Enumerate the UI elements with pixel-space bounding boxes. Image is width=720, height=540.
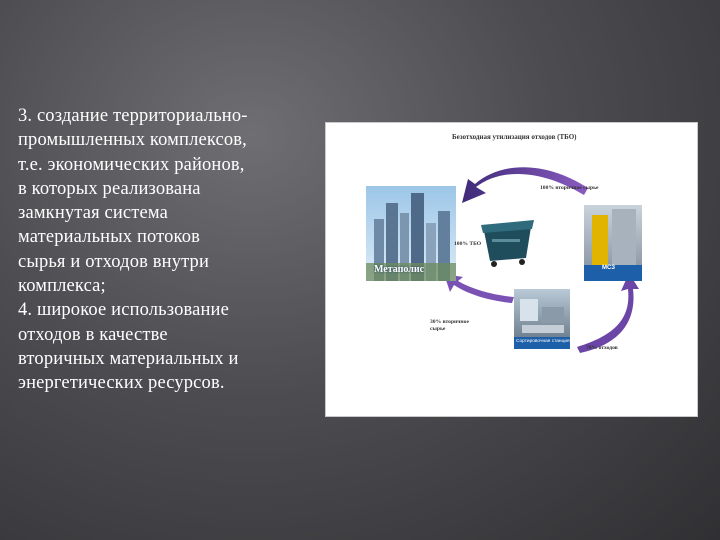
text-line: материальных потоков	[18, 227, 201, 248]
waste-bin-icon	[481, 220, 534, 267]
text-line: отходов в качестве	[18, 324, 168, 345]
text-line: т.е. экономических районов,	[18, 154, 245, 175]
waste-cycle-diagram: Безотходная утилизация отходов (ТБО) 100…	[326, 123, 697, 416]
plant-photo	[584, 205, 642, 281]
left-flow-label: 30% вторичное сырье	[430, 319, 469, 333]
diagram-canvas	[366, 167, 642, 353]
bin-label: 100% ТБО	[454, 241, 482, 247]
text-line: сырья и отходов внутри	[18, 251, 210, 272]
bottom-flow-label: 70% отходов	[586, 345, 618, 351]
top-flow-arrow	[462, 167, 588, 203]
top-flow-label: 100% вторичное сырье	[540, 185, 599, 191]
text-line: комплекса;	[18, 276, 106, 297]
text-line: энергетических ресурсов.	[18, 373, 225, 394]
sorting-station-photo	[514, 289, 570, 349]
text-line: в которых реализована	[18, 178, 201, 199]
right-flow-arrow	[577, 273, 639, 353]
text-line: промышленных комплексов,	[18, 130, 247, 151]
plant-label: МСЗ	[602, 265, 616, 271]
city-label: Метаполис	[374, 264, 425, 275]
diagram-title: Безотходная утилизация отходов (ТБО)	[452, 133, 577, 141]
left-flow-label-line2: сырье	[430, 326, 446, 332]
left-flow-arrow	[444, 274, 514, 303]
left-flow-label-line1: 30% вторичное	[430, 319, 469, 325]
text-line: 4. широкое использование	[18, 300, 229, 321]
sorting-station-label: Сортировочная станция	[516, 339, 570, 344]
text-line: 3. создание территориально-	[18, 106, 248, 126]
city-photo	[366, 186, 456, 281]
slide-body-text: 3. создание территориально- промышленных…	[18, 104, 318, 396]
text-line: замкнутая система	[18, 203, 168, 224]
text-line: вторичных материальных и	[18, 348, 239, 369]
